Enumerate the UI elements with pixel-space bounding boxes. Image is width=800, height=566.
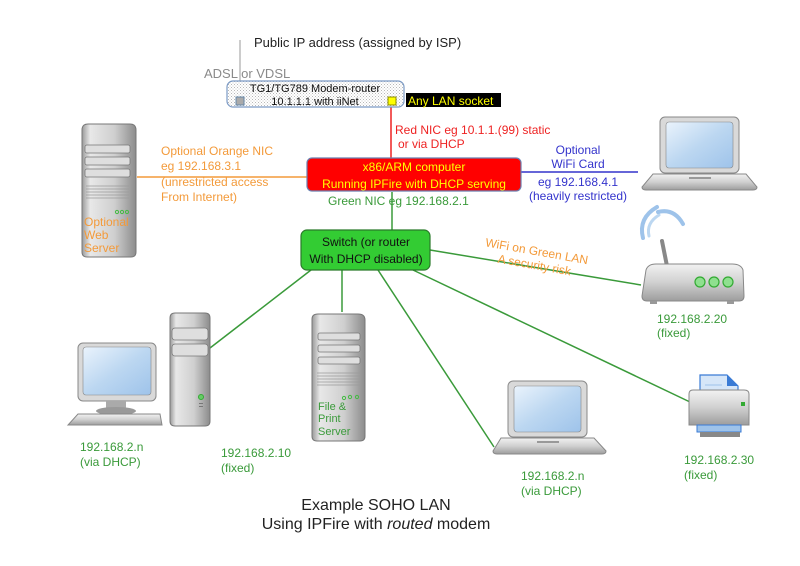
access-point[interactable]: 192.168.2.20 (fixed)	[640, 205, 745, 340]
ipfire-title: x86/ARM computer	[363, 160, 466, 174]
links	[137, 40, 691, 448]
subtitle-italic: routed	[387, 516, 433, 533]
web-server[interactable]: Optional Web Server	[81, 123, 137, 258]
web-server-label: Web	[84, 228, 109, 242]
laptop-note: (via DHCP)	[521, 484, 582, 498]
public-ip-label: Public IP address (assigned by ISP)	[254, 35, 461, 50]
desktop-ip: 192.168.2.n	[80, 440, 143, 454]
ipfire-computer[interactable]: x86/ARM computer Running IPFire with DHC…	[306, 157, 522, 192]
web-server-label: Server	[84, 241, 119, 255]
orange-nic-line: From Internet)	[161, 190, 237, 204]
orange-nic-labels: Optional Orange NIC eg 192.168.3.1 (unre…	[161, 144, 273, 204]
wan-port-icon	[235, 96, 245, 106]
green-laptop[interactable]: 192.168.2.n (via DHCP)	[492, 380, 607, 498]
lan-socket-label: Any LAN socket	[408, 94, 494, 108]
file-server-label: File &	[318, 401, 347, 413]
orange-nic-line: Optional Orange NIC	[161, 144, 273, 158]
wifi-card-ip: eg 192.168.4.1	[538, 175, 618, 189]
link-switch-printer	[412, 269, 691, 403]
subtitle-suffix: modem	[432, 516, 490, 533]
printer-icon	[688, 389, 750, 426]
wifi-laptop[interactable]	[641, 116, 758, 191]
ipfire-box	[306, 157, 522, 192]
modem-box	[226, 80, 405, 108]
tower-ip: 192.168.2.10	[221, 446, 291, 460]
printer-note: (fixed)	[684, 468, 717, 482]
laptop-ip: 192.168.2.n	[521, 469, 584, 483]
modem-ip: 10.1.1.1 with iiNet	[271, 96, 358, 108]
ipfire-subtitle: Running IPFire with DHCP serving	[322, 177, 506, 191]
desktop-note: (via DHCP)	[80, 455, 141, 469]
wifi-card-label: WiFi Card	[551, 157, 604, 171]
desktop-computer[interactable]: 192.168.2.n (via DHCP)	[66, 342, 163, 469]
access-point-note: (fixed)	[657, 326, 690, 340]
web-server-label: Optional	[84, 215, 129, 229]
lan-socket-highlight	[406, 93, 501, 107]
switch-subtitle: With DHCP disabled)	[309, 252, 422, 266]
desktop-tower[interactable]: 192.168.2.10 (fixed)	[169, 312, 291, 475]
link-switch-ap	[429, 249, 642, 286]
switch-box	[300, 229, 431, 271]
file-print-server[interactable]: File & Print Server	[311, 313, 366, 442]
subtitle-prefix: Using IPFire with	[262, 516, 387, 533]
file-server-label: Server	[318, 426, 351, 438]
green-nic-label: Green NIC eg 192.168.2.1	[328, 194, 469, 208]
link-switch-tower	[209, 269, 312, 349]
access-point-ip: 192.168.2.20	[657, 312, 727, 326]
link-switch-laptop	[377, 269, 495, 448]
wifi-signal-icon	[640, 205, 659, 240]
diagram-title: Example SOHO LAN	[301, 497, 450, 514]
printer-ip: 192.168.2.30	[684, 453, 754, 467]
switch-title: Switch (or router	[322, 235, 410, 249]
modem-model: TG1/TG789 Modem-router	[250, 83, 381, 95]
red-nic-label: Red NIC eg 10.1.1.(99) static	[395, 123, 550, 137]
keyboard-icon	[66, 413, 163, 426]
orange-nic-line: (unrestricted access	[161, 175, 268, 189]
orange-nic-line: eg 192.168.3.1	[161, 159, 241, 173]
router-icon	[641, 263, 745, 302]
file-server-label: Print	[318, 413, 341, 425]
tower-note: (fixed)	[221, 461, 254, 475]
adsl-label: ADSL or VDSL	[204, 66, 290, 81]
wifi-card-label: Optional	[556, 143, 601, 157]
red-nic-dhcp: or via DHCP	[398, 137, 465, 151]
printer[interactable]: 192.168.2.30 (fixed)	[684, 374, 754, 482]
lan-port-icon	[387, 96, 397, 106]
wifi-card-note: (heavily restricted)	[529, 189, 627, 203]
modem-router[interactable]: TG1/TG789 Modem-router 10.1.1.1 with iiN…	[226, 80, 405, 108]
diagram-subtitle: Using IPFire with routed modem	[262, 516, 491, 533]
switch[interactable]: Switch (or router With DHCP disabled)	[300, 229, 431, 271]
